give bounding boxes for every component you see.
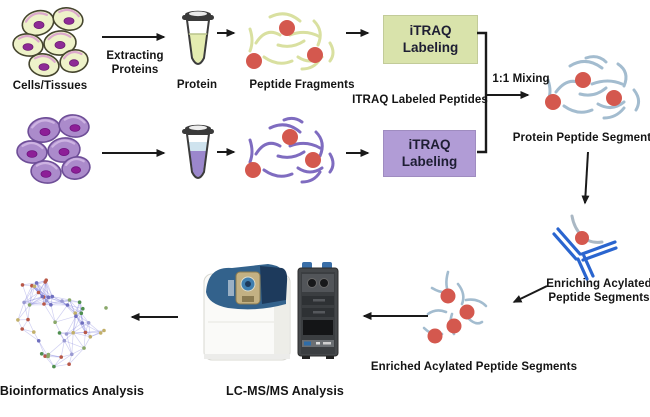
peptide-fragments-yellow-illustration — [246, 12, 335, 71]
itraq-box-text-line2: Labeling — [401, 153, 458, 169]
itraq-box-text-line2: Labeling — [402, 39, 459, 55]
enriching-label-line1: Enriching Acylated — [546, 278, 650, 290]
arrow-enriching — [512, 285, 548, 303]
itraq-box-text-line1: iTRAQ — [409, 22, 452, 38]
enriched-peptides-illustration — [422, 270, 488, 344]
protein-tube-purple-icon — [182, 124, 214, 179]
itraq-labeling-box-purple: iTRAQ Labeling — [383, 130, 476, 177]
bioinformatics-network-illustration — [16, 278, 108, 369]
cells-tissues-purple-illustration — [16, 114, 91, 184]
extracting-proteins-label-line1: Extracting — [106, 50, 164, 62]
antibody-icon — [552, 214, 618, 281]
protein-label: Protein — [176, 79, 218, 91]
enriching-label-line2: Peptide Segments — [548, 292, 650, 304]
cells-tissues-yellow-illustration — [12, 6, 89, 77]
lcms-instruments-illustration — [203, 262, 339, 361]
itraq-labeling-box-green: iTRAQ Labeling — [383, 15, 478, 64]
bioinformatics-analysis-label: Bioinformatics Analysis — [0, 384, 145, 398]
peptide-fragments-purple-illustration — [245, 116, 335, 184]
lcms-analysis-label: LC-MS/MS Analysis — [226, 384, 344, 398]
arrow-to-enrichment — [581, 151, 590, 205]
itraq-labeled-peptides-label: ITRAQ Labeled Peptides — [352, 94, 488, 106]
protein-tube-yellow-icon — [182, 10, 214, 65]
itraq-box-text-line1: iTRAQ — [408, 136, 451, 152]
cells-tissues-label: Cells/Tissues — [12, 80, 88, 92]
protein-peptide-segment-illustration — [545, 55, 641, 120]
mixing-label: 1:1 Mixing — [492, 73, 550, 85]
peptide-fragments-label: Peptide Fragments — [249, 79, 355, 91]
extracting-proteins-label-line2: Proteins — [111, 64, 159, 76]
mixing-bracket — [477, 31, 488, 154]
enriched-peptides-label: Enriched Acylated Peptide Segments — [370, 361, 578, 373]
protein-peptide-segment-label: Protein Peptide Segment — [512, 132, 650, 144]
